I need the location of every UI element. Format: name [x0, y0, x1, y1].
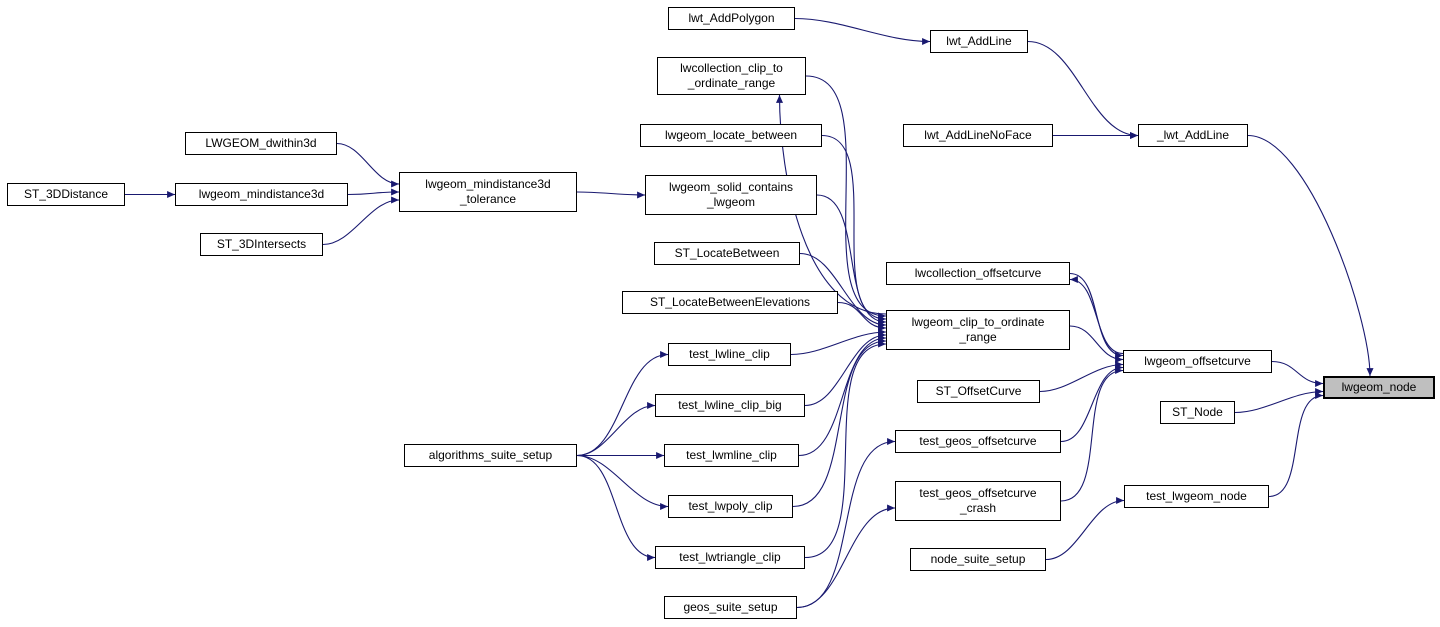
node-ST_OffsetCurve[interactable]: ST_OffsetCurve [917, 380, 1040, 403]
node-_lwt_AddLine[interactable]: _lwt_AddLine [1138, 124, 1248, 147]
edge-test_lwline_clip_big-to-lwgeom_clip_to_ordinate_range [804, 331, 887, 407]
node-lwcollection_clip_to_ordinate_range[interactable]: lwcollection_clip_to _ordinate_range [657, 57, 806, 95]
edge-lwgeom_solid_contains_lwgeom-to-lwgeom_clip_to_ordinate_range [816, 194, 887, 326]
edge-lwgeom_clip_to_ordinate_range-to-lwgeom_offsetcurve [1069, 325, 1124, 364]
edge-ST_LocateBetween-to-lwgeom_clip_to_ordinate_range [799, 252, 887, 329]
node-test_lwline_clip[interactable]: test_lwline_clip [668, 343, 791, 366]
node-test_lwtriangle_clip[interactable]: test_lwtriangle_clip [655, 546, 805, 569]
node-ST_LocateBetween[interactable]: ST_LocateBetween [654, 242, 800, 265]
node-LWGEOM_dwithin3d[interactable]: LWGEOM_dwithin3d [185, 132, 337, 155]
edge-_lwt_AddLine-to-lwgeom_node [1247, 134, 1374, 377]
node-node_suite_setup[interactable]: node_suite_setup [910, 548, 1046, 571]
edge-lwt_AddLine-to-_lwt_AddLine [1027, 40, 1139, 140]
edge-test_lwtriangle_clip-to-lwgeom_clip_to_ordinate_range [804, 340, 887, 559]
edge-ST_Node-to-lwgeom_node [1234, 387, 1324, 414]
edge-LWGEOM_dwithin3d-to-lwgeom_mindistance3d_tolerance [336, 142, 400, 188]
node-ST_3DIntersects[interactable]: ST_3DIntersects [200, 233, 323, 256]
edge-geos_suite_setup-to-test_geos_offsetcurve_crash [796, 504, 896, 609]
node-test_lwpoly_clip[interactable]: test_lwpoly_clip [668, 495, 793, 518]
edge-test_geos_offsetcurve-to-lwgeom_offsetcurve [1060, 363, 1124, 443]
node-lwcollection_offsetcurve[interactable]: lwcollection_offsetcurve [886, 262, 1070, 285]
node-ST_LocateBetweenElevations[interactable]: ST_LocateBetweenElevations [622, 291, 838, 314]
node-ST_Node[interactable]: ST_Node [1160, 401, 1235, 424]
node-ST_3DDistance[interactable]: ST_3DDistance [7, 183, 125, 206]
node-lwt_AddLine[interactable]: lwt_AddLine [930, 30, 1028, 53]
node-test_geos_offsetcurve_crash[interactable]: test_geos_offsetcurve _crash [895, 481, 1061, 521]
node-lwgeom_solid_contains_lwgeom[interactable]: lwgeom_solid_contains _lwgeom [645, 175, 817, 215]
edge-test_geos_offsetcurve_crash-to-lwgeom_offsetcurve [1060, 367, 1124, 502]
edge-lwgeom_mindistance3d_tolerance-to-lwgeom_solid_contains_lwgeom [576, 191, 646, 199]
node-lwt_AddLineNoFace[interactable]: lwt_AddLineNoFace [903, 124, 1053, 147]
node-geos_suite_setup[interactable]: geos_suite_setup [664, 596, 797, 619]
node-test_lwmline_clip[interactable]: test_lwmline_clip [664, 444, 799, 467]
node-test_lwgeom_node[interactable]: test_lwgeom_node [1124, 485, 1269, 508]
edge-lwgeom_locate_between-to-lwgeom_clip_to_ordinate_range [821, 134, 887, 323]
edge-algorithms_suite_setup-to-test_lwtriangle_clip [576, 454, 656, 562]
edge-test_lwpoly_clip-to-lwgeom_clip_to_ordinate_range [792, 337, 887, 508]
node-test_lwline_clip_big[interactable]: test_lwline_clip_big [655, 394, 805, 417]
node-lwgeom_mindistance3d[interactable]: lwgeom_mindistance3d [175, 183, 348, 206]
node-lwt_AddPolygon[interactable]: lwt_AddPolygon [668, 7, 795, 30]
edge-test_lwline_clip-to-lwgeom_clip_to_ordinate_range [790, 328, 887, 356]
node-lwgeom_node: lwgeom_node [1323, 376, 1435, 399]
edge-ST_LocateBetweenElevations-to-lwgeom_clip_to_ordinate_range [837, 301, 887, 332]
node-lwgeom_clip_to_ordinate_range[interactable]: lwgeom_clip_to_ordinate _range [886, 310, 1070, 350]
node-lwgeom_locate_between[interactable]: lwgeom_locate_between [640, 124, 822, 147]
node-test_geos_offsetcurve[interactable]: test_geos_offsetcurve [895, 430, 1061, 453]
edge-lwgeom_offsetcurve-to-lwcollection_offsetcurve [1069, 275, 1124, 355]
edge-node_suite_setup-to-test_lwgeom_node [1045, 496, 1125, 561]
edge-lwgeom_mindistance3d-to-lwgeom_mindistance3d_tolerance [347, 188, 400, 196]
edge-algorithms_suite_setup-to-test_lwline_clip_big [576, 401, 656, 457]
node-lwgeom_mindistance3d_tolerance[interactable]: lwgeom_mindistance3d _tolerance [399, 172, 577, 212]
node-lwgeom_offsetcurve[interactable]: lwgeom_offsetcurve [1123, 350, 1272, 373]
edge-lwt_AddPolygon-to-lwt_AddLine [794, 17, 931, 46]
edge-lwcollection_clip_to_ordinate_range-to-lwgeom_clip_to_ordinate_range [805, 75, 887, 320]
edge-geos_suite_setup-to-test_geos_offsetcurve [796, 438, 896, 609]
edge-lwcollection_offsetcurve-to-lwgeom_offsetcurve [1069, 272, 1124, 360]
edge-test_lwgeom_node-to-lwgeom_node [1268, 392, 1324, 498]
edge-ST_OffsetCurve-to-lwgeom_offsetcurve [1039, 360, 1124, 393]
edge-ST_3DIntersects-to-lwgeom_mindistance3d_tolerance [322, 196, 400, 246]
edge-lwgeom_offsetcurve-to-lwgeom_node [1271, 360, 1324, 388]
edge-test_lwmline_clip-to-lwgeom_clip_to_ordinate_range [798, 334, 887, 457]
node-algorithms_suite_setup[interactable]: algorithms_suite_setup [404, 444, 577, 467]
edge-algorithms_suite_setup-to-test_lwpoly_clip [576, 454, 669, 511]
